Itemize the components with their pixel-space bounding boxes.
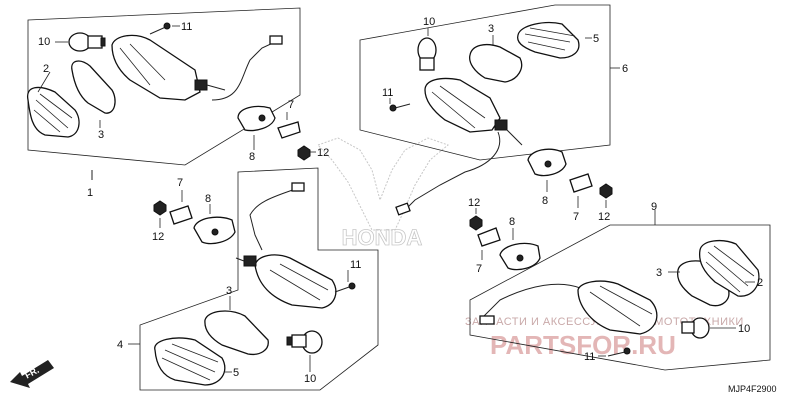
assembly-group-6: 10 3 5 11 6	[359, 4, 628, 216]
bulb-icon	[681, 317, 710, 339]
gasket-icon	[71, 60, 116, 114]
gasket-icon	[469, 44, 523, 83]
label-7: 7	[288, 99, 294, 111]
label-3: 3	[488, 23, 494, 35]
mount-parts-center: 12 8 7	[468, 197, 541, 275]
label-5: 5	[593, 33, 599, 45]
screw-icon	[334, 282, 356, 293]
mount-parts-left-middle: 7 8 12	[152, 177, 236, 245]
collar-icon	[569, 173, 593, 193]
label-11: 11	[350, 259, 361, 271]
lens-icon	[698, 239, 760, 297]
nut-icon	[599, 183, 613, 199]
collar-icon	[169, 205, 193, 225]
lens-icon	[27, 86, 80, 138]
label-7: 7	[573, 211, 579, 223]
label-8: 8	[509, 216, 515, 228]
label-10: 10	[423, 16, 435, 28]
label-9: 9	[651, 201, 657, 213]
label-12: 12	[317, 147, 329, 159]
bulb-icon	[286, 330, 323, 354]
honda-logo-text: HONDA	[342, 225, 423, 250]
label-8: 8	[542, 195, 548, 207]
signal-housing-icon	[424, 77, 523, 146]
assembly-group-4: 11 3 10 5 4	[117, 167, 379, 391]
nut-icon	[297, 145, 311, 161]
screw-icon	[607, 347, 631, 357]
label-2: 2	[43, 63, 49, 75]
label-3: 3	[656, 267, 662, 279]
gasket-icon	[204, 310, 269, 356]
collar-icon	[277, 121, 301, 139]
label-11: 11	[181, 21, 192, 33]
assembly-group-9: 3 2 10 11 9	[469, 201, 771, 371]
label-1: 1	[87, 187, 93, 199]
assembly-group-1: 10 2 3 11 1	[27, 7, 301, 199]
front-direction-arrow-icon: FR.	[10, 360, 54, 388]
screw-icon	[149, 22, 171, 35]
label-11: 11	[584, 351, 595, 363]
rubber-mount-icon	[237, 105, 276, 132]
label-7: 7	[177, 177, 183, 189]
signal-housing-icon	[577, 280, 658, 335]
lens-icon	[516, 21, 580, 59]
signal-housing-icon	[111, 34, 226, 101]
honda-logo: HONDA	[317, 137, 449, 250]
bulb-icon	[68, 32, 106, 52]
diagram-code: MJP4F2900	[728, 384, 777, 394]
label-12: 12	[598, 211, 610, 223]
nut-icon	[469, 215, 483, 231]
bulb-icon	[417, 37, 437, 71]
label-5: 5	[233, 367, 239, 379]
label-4: 4	[117, 339, 123, 351]
label-10: 10	[304, 373, 316, 385]
label-12: 12	[468, 197, 480, 209]
label-2: 2	[757, 277, 763, 289]
collar-icon	[477, 227, 501, 247]
screw-icon	[389, 103, 411, 112]
label-7: 7	[476, 263, 482, 275]
lens-icon	[154, 337, 226, 386]
label-8: 8	[205, 193, 211, 205]
label-8: 8	[249, 151, 255, 163]
mount-parts-right-middle: 8 7 12	[527, 148, 613, 223]
mount-parts-top-left: 7 8 12	[237, 99, 329, 163]
label-3: 3	[226, 285, 232, 297]
label-6: 6	[622, 63, 628, 75]
label-3: 3	[98, 129, 104, 141]
label-11: 11	[382, 87, 393, 99]
signal-housing-icon	[235, 254, 337, 309]
nut-icon	[153, 200, 167, 216]
label-10: 10	[38, 36, 50, 48]
label-12: 12	[152, 231, 164, 243]
label-10: 10	[738, 323, 750, 335]
